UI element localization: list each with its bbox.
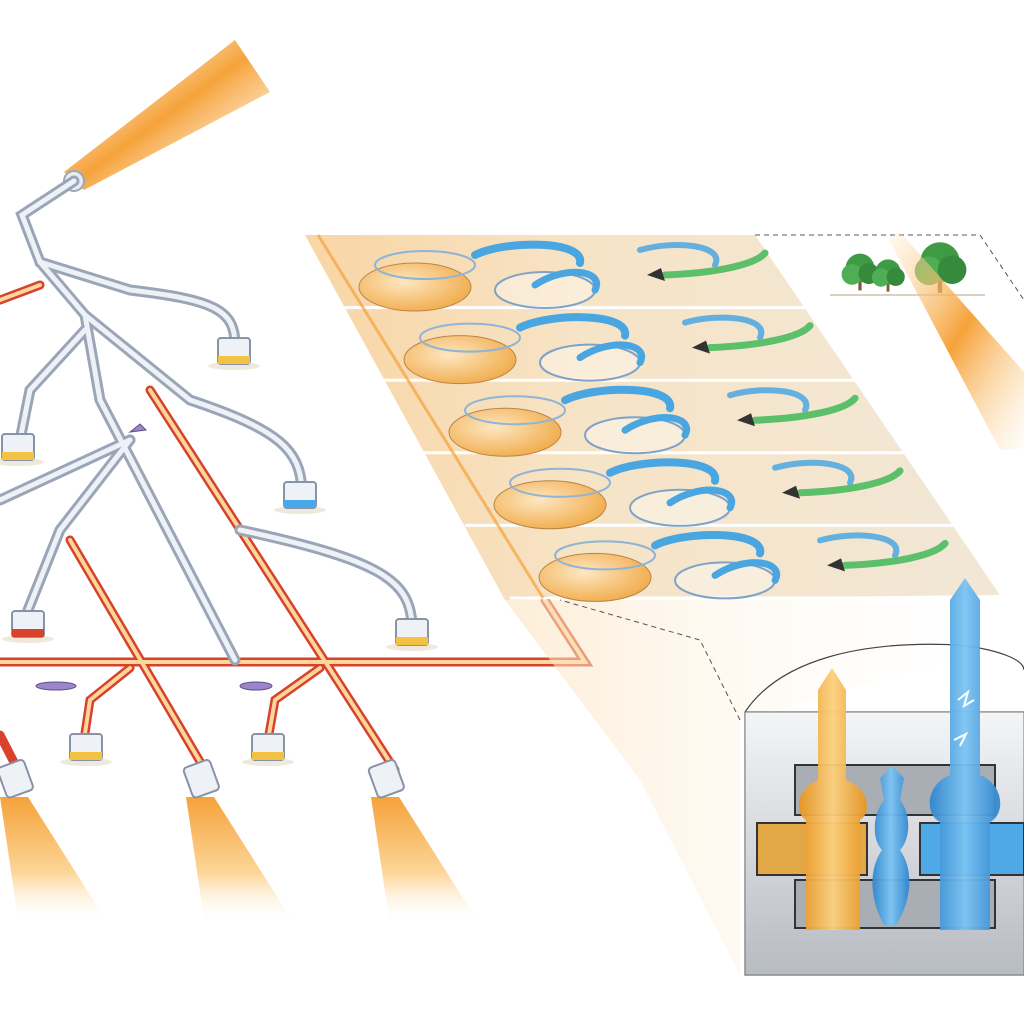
spray-nozzles: [0, 759, 480, 925]
terminal-connector-icon: [242, 733, 294, 766]
loop-icon: [772, 459, 904, 497]
terminal-connector-icon: [0, 433, 44, 466]
chamber-arch: [744, 643, 1024, 713]
gray-pipes: [0, 175, 418, 666]
projection-fan: [505, 600, 1024, 975]
tank-icon: [493, 467, 612, 530]
terminal-connector-icon: [60, 733, 112, 766]
grid-rows: [316, 234, 1024, 602]
chamber: [744, 578, 1024, 976]
pipe-network: [0, 40, 594, 925]
spray-nozzle-icon: [367, 759, 480, 925]
tank-icon: [358, 250, 476, 312]
loop-icon: [637, 242, 769, 279]
terminal-connector-icon: [2, 610, 54, 643]
arrow-icon: [737, 413, 756, 427]
spray-nozzle-icon: [182, 759, 295, 925]
tank-icon: [538, 540, 657, 602]
terminal-connector-icon: [208, 337, 260, 370]
pillar-icon: [798, 668, 867, 930]
loop-icon: [817, 532, 949, 569]
tree-icon: [871, 259, 905, 292]
beam-icon: [64, 40, 270, 190]
grid-row: [406, 379, 1024, 457]
dashed-outline: [559, 234, 1024, 721]
grid-row: [451, 452, 1024, 530]
tree-icon: [841, 253, 880, 291]
arrow-icon: [692, 340, 711, 354]
tank-icon: [403, 322, 522, 385]
loop-icon: [516, 313, 645, 382]
loop-icon: [561, 385, 690, 455]
terminal-connectors: [0, 337, 438, 766]
grid-row: [361, 306, 996, 385]
arrow-icon: [647, 268, 665, 281]
grid-row: [316, 234, 950, 312]
tank-icon: [448, 395, 567, 457]
drone-icon: [35, 423, 273, 691]
loop-icon: [471, 240, 600, 309]
arrow-icon: [782, 485, 801, 499]
loop-icon: [651, 531, 781, 600]
loop-icon: [606, 458, 736, 527]
loop-icon: [727, 387, 859, 424]
beam-icon: [888, 232, 1024, 450]
landscape: [830, 232, 1024, 450]
terminal-connector-icon: [386, 618, 438, 651]
process-grid: [305, 234, 1024, 975]
loop-icon: [682, 314, 814, 352]
spray-nozzle-icon: [0, 759, 109, 925]
grid-row: [496, 524, 1024, 602]
terminal-connector-icon: [274, 481, 326, 514]
pillar-icon: [929, 578, 1001, 930]
arrow-icon: [827, 558, 846, 572]
pillar-icon: [872, 766, 910, 925]
